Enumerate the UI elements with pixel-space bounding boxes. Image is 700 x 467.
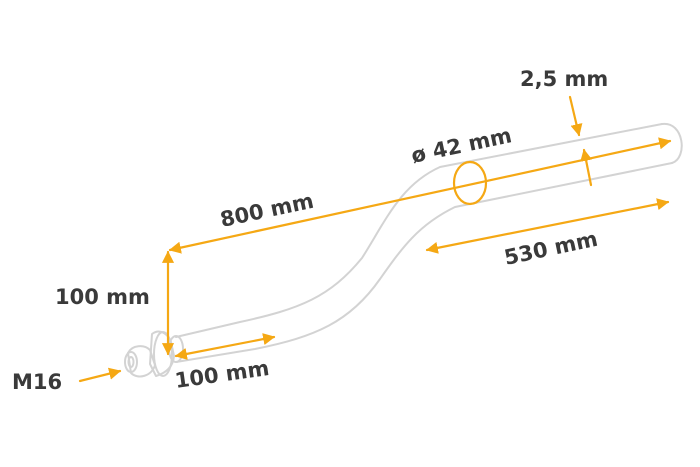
thread-nipple xyxy=(127,345,156,378)
thread-nipple-face xyxy=(124,351,138,373)
dimension-labels: M16 100 mm 100 mm 800 mm 530 mm ø 42 mm … xyxy=(12,67,608,394)
straight-end-label: 100 mm xyxy=(173,356,270,393)
pipe-lower-edge xyxy=(175,162,673,363)
wall-pointer-bottom xyxy=(580,148,593,187)
dimension-lines xyxy=(78,95,672,383)
thread-pointer xyxy=(78,367,122,383)
offset-length-dimension xyxy=(425,198,670,254)
wall-label: 2,5 mm xyxy=(520,67,608,91)
diameter-indicator xyxy=(452,160,488,206)
wall-pointer-top xyxy=(568,95,583,137)
rise-label: 100 mm xyxy=(55,285,150,309)
length-label: 800 mm xyxy=(218,189,316,232)
diameter-label: ø 42 mm xyxy=(409,123,514,168)
thread-label: M16 xyxy=(12,370,62,394)
straight-end-dimension xyxy=(174,333,276,360)
pipe-end-cap xyxy=(661,122,683,164)
thread-nipple-bore xyxy=(127,356,135,368)
